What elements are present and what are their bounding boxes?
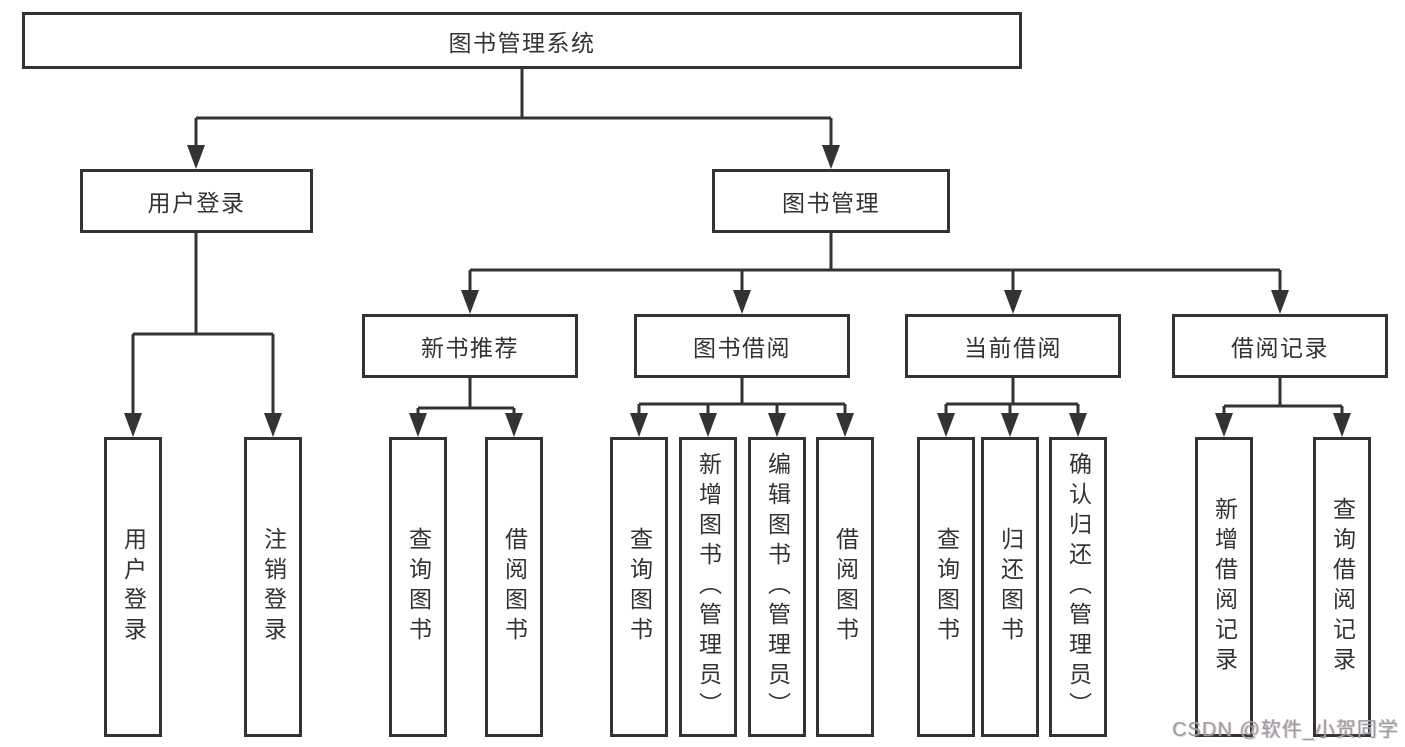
leaf-logout-login: 注销登录 xyxy=(244,437,302,737)
node-borrow-records: 借阅记录 xyxy=(1172,314,1388,378)
leaf-recommend-query-book: 查询图书 xyxy=(389,437,447,737)
leaf-borrow-edit-book-admin: 编辑图书（管理员） xyxy=(748,437,806,737)
arrowheads-level2 xyxy=(187,145,840,169)
leaf-borrow-query-book: 查询图书 xyxy=(610,437,668,737)
node-book-management: 图书管理 xyxy=(712,169,950,233)
connector-current-borrow-to-leaves xyxy=(944,378,1080,416)
leaf-current-confirm-return-admin: 确认归还（管理员） xyxy=(1049,437,1107,737)
leaf-borrow-add-book-admin: 新增图书（管理员） xyxy=(679,437,737,737)
connector-user-login-to-leaves xyxy=(131,233,275,416)
node-user-login: 用户登录 xyxy=(80,169,313,233)
leaf-current-query-book: 查询图书 xyxy=(917,437,975,737)
connector-book-borrow-to-leaves xyxy=(637,378,847,416)
node-new-book-recommend: 新书推荐 xyxy=(362,314,578,378)
arrowheads-level3 xyxy=(461,290,1289,314)
leaf-records-query-borrow-record: 查询借阅记录 xyxy=(1313,437,1371,737)
node-root-library-management-system: 图书管理系统 xyxy=(22,12,1022,69)
connector-borrow-records-to-leaves xyxy=(1222,378,1344,416)
leaf-user-login: 用户登录 xyxy=(104,437,162,737)
leaf-recommend-borrow-book: 借阅图书 xyxy=(485,437,543,737)
node-current-borrow: 当前借阅 xyxy=(905,314,1121,378)
leaf-records-add-borrow-record: 新增借阅记录 xyxy=(1195,437,1253,737)
leaf-current-return-book: 归还图书 xyxy=(981,437,1039,737)
connector-book-management-to-level3 xyxy=(468,233,1282,292)
node-book-borrow: 图书借阅 xyxy=(634,314,850,378)
connector-root-to-level2 xyxy=(194,68,833,147)
csdn-watermark: CSDN @软件_小贺同学 xyxy=(1172,719,1399,741)
leaf-borrow-borrow-book: 借阅图书 xyxy=(816,437,874,737)
connector-new-book-recommend-to-leaves xyxy=(416,378,516,416)
arrowheads-leaves xyxy=(124,413,1351,437)
